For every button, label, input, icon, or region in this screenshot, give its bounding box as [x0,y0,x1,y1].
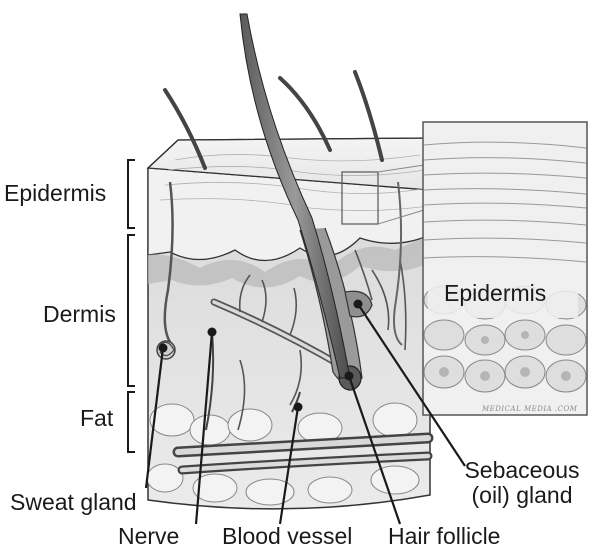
label-hair-follicle: Hair follicle [388,524,500,549]
label-sweat-gland: Sweat gland [10,490,137,515]
epidermis-inset-panel [423,122,587,415]
label-sebaceous-line2: (oil) gland [460,483,584,508]
label-blood-vessel: Blood vessel [222,524,352,549]
label-epidermis: Epidermis [4,181,106,206]
fat-bracket [128,392,135,452]
dermis-bracket [128,235,135,386]
label-sebaceous-gland: Sebaceous (oil) gland [460,458,584,509]
layer-brackets [128,160,135,452]
epidermis-bracket [128,160,135,228]
label-fat: Fat [80,406,113,431]
credit-mark: MEDICAL MEDIA .COM [482,405,577,413]
label-dermis: Dermis [43,302,116,327]
label-sebaceous-line1: Sebaceous [460,458,584,483]
label-epidermis-inset: Epidermis [444,281,546,306]
label-nerve: Nerve [118,524,179,549]
